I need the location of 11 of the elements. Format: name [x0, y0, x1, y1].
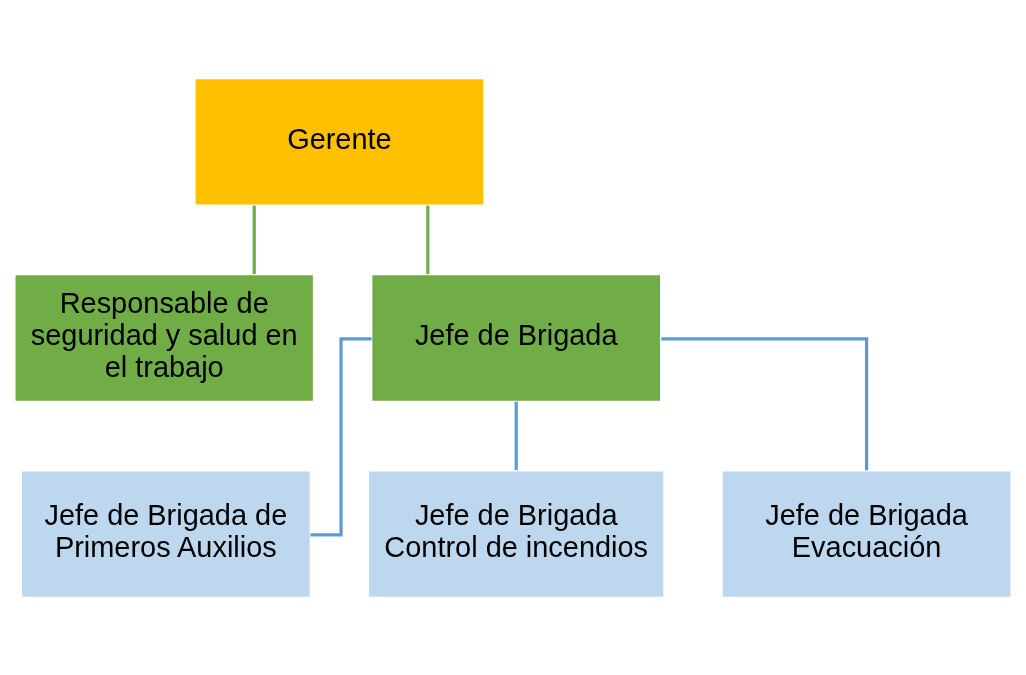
connector [426, 205, 430, 274]
connector [514, 401, 518, 470]
node-box: Jefe de Brigada Evacuación [721, 469, 1013, 598]
node-box: Jefe de Brigada Control de incendios [367, 469, 665, 598]
connector [310, 336, 372, 536]
node-box: Jefe de Brigada de Primeros Auxilios [20, 469, 312, 598]
connector [252, 205, 256, 274]
node-box: Responsable de seguridad y salud en el trabajo [13, 273, 315, 402]
node-box: Jefe de Brigada [370, 273, 662, 402]
connector [661, 336, 869, 470]
node-box: Gerente [193, 77, 485, 206]
